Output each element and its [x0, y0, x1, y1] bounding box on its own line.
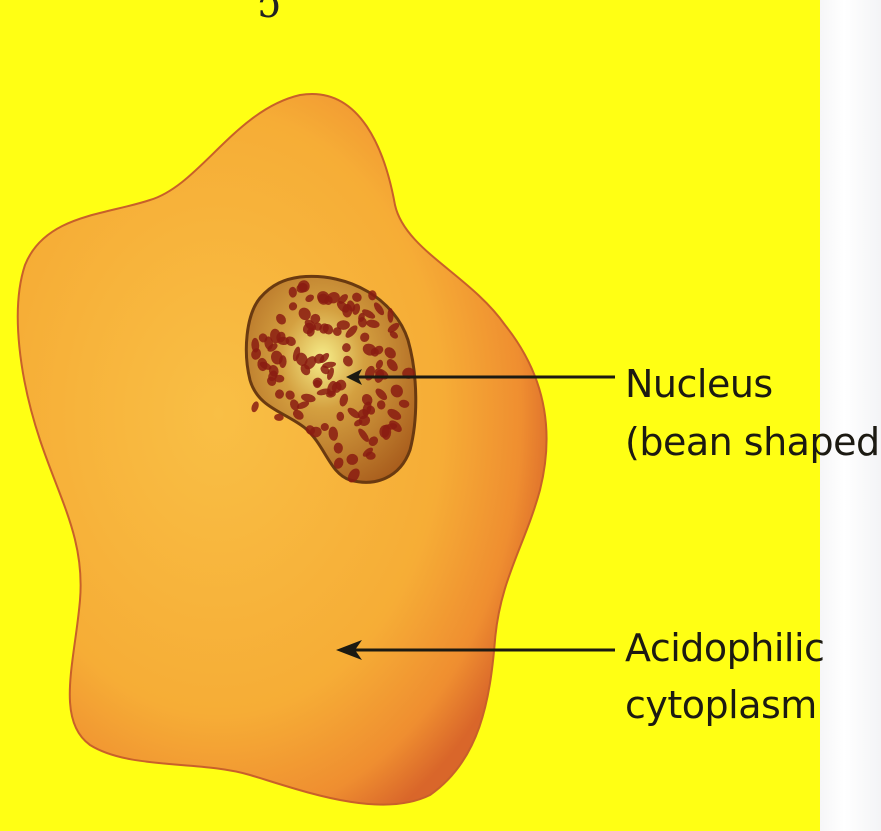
nucleus-label: Nucleus: [625, 362, 773, 406]
chromatin-granule: [368, 290, 376, 300]
cytoplasm-label-line2: cytoplasm: [625, 683, 817, 727]
top-mark: c: [258, 0, 280, 32]
nucleus-shape-label: (bean shaped): [625, 420, 881, 464]
cytoplasm-label: Acidophilic: [625, 626, 824, 670]
right-edge-strip: [820, 0, 881, 831]
